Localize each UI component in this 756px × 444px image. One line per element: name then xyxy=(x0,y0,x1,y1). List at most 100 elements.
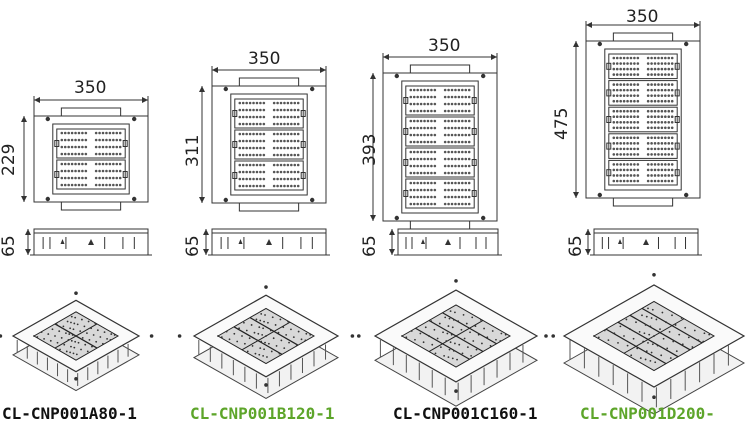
screw xyxy=(149,334,154,338)
front-view-1 xyxy=(211,77,327,212)
led-chip xyxy=(293,139,297,143)
led-dot xyxy=(444,316,447,319)
led-chip xyxy=(454,133,457,137)
led-dot xyxy=(486,336,489,339)
led-chip xyxy=(105,169,108,173)
led-dot xyxy=(668,330,671,333)
led-chip xyxy=(238,115,242,119)
led-dot xyxy=(443,354,446,357)
led-chip xyxy=(636,56,640,60)
led-chip xyxy=(619,109,622,113)
led-chip xyxy=(272,163,276,167)
led-chip xyxy=(612,56,616,60)
screw xyxy=(177,334,182,338)
led-chip xyxy=(84,152,88,156)
led-chip xyxy=(81,183,84,187)
led-dot xyxy=(278,352,281,355)
led-chip xyxy=(60,183,64,187)
module-clip xyxy=(300,110,306,117)
led-chip xyxy=(272,139,276,143)
led-chip xyxy=(276,122,279,126)
led-chip xyxy=(101,131,105,135)
led-dot xyxy=(54,335,56,337)
led-chip xyxy=(467,202,471,206)
led-chip xyxy=(279,122,283,126)
led-chip xyxy=(443,164,447,168)
led-chip xyxy=(426,188,430,192)
led-dot xyxy=(274,324,277,326)
led-dot xyxy=(451,357,454,360)
led-chip xyxy=(657,168,660,172)
led-chip xyxy=(245,139,248,143)
side-view-2 xyxy=(394,228,502,256)
led-chip xyxy=(626,126,629,130)
led-chip xyxy=(450,126,454,130)
led-chip xyxy=(660,163,664,166)
led-chip xyxy=(238,146,242,150)
depth-dim-3-arrow-top xyxy=(585,229,591,235)
led-chip xyxy=(626,163,629,166)
led-dot xyxy=(678,333,681,336)
led-chip xyxy=(290,177,293,181)
led-chip xyxy=(612,179,616,183)
led-chip xyxy=(423,133,426,137)
led-chip xyxy=(664,99,667,103)
led-chip xyxy=(667,62,671,65)
led-dot xyxy=(262,327,265,330)
led-chip xyxy=(464,126,468,130)
led-chip xyxy=(619,73,622,76)
led-chip xyxy=(612,174,616,177)
led-dot xyxy=(258,326,261,329)
led-chip xyxy=(412,102,416,106)
led-chip xyxy=(74,152,77,156)
led-dot xyxy=(649,359,652,362)
led-dot xyxy=(263,348,265,351)
led-chip xyxy=(646,174,650,177)
led-chip xyxy=(447,195,450,199)
led-chip xyxy=(443,157,447,161)
led-chip xyxy=(622,88,626,92)
led-chip xyxy=(622,73,626,76)
led-chip xyxy=(252,139,255,143)
led-chip xyxy=(105,152,108,156)
led-dot xyxy=(63,343,66,346)
led-dot xyxy=(489,345,492,347)
led-chip xyxy=(245,108,248,112)
led-chip xyxy=(464,140,468,144)
led-module xyxy=(405,178,475,209)
led-chip xyxy=(416,150,419,154)
led-chip xyxy=(419,102,423,106)
led-dot xyxy=(650,351,653,354)
led-chip xyxy=(283,146,286,150)
led-chip xyxy=(419,133,423,137)
led-chip xyxy=(633,163,636,166)
led-dot xyxy=(47,333,50,335)
led-chip xyxy=(636,168,640,172)
led-chip xyxy=(657,88,660,92)
led-chip xyxy=(667,163,671,166)
led-chip xyxy=(457,202,461,206)
led-dot xyxy=(638,330,641,333)
screw xyxy=(597,192,602,198)
side-arrow-mark xyxy=(421,239,425,244)
led-chip xyxy=(433,140,437,144)
led-chip xyxy=(81,162,84,166)
led-chip xyxy=(464,95,468,99)
inner-frame xyxy=(52,123,130,195)
led-chip xyxy=(259,177,262,181)
led-chip xyxy=(612,67,616,71)
led-dot xyxy=(636,347,639,350)
led-dot xyxy=(669,357,672,359)
module-clip xyxy=(300,172,306,179)
led-chip xyxy=(622,174,626,177)
led-chip xyxy=(447,164,450,168)
led-chip xyxy=(612,109,616,113)
led-chip xyxy=(615,126,619,130)
led-chip xyxy=(67,183,70,187)
led-chip xyxy=(115,169,119,173)
led-chip xyxy=(426,164,430,168)
led-chip xyxy=(670,147,674,151)
led-chip xyxy=(423,119,426,123)
side-view-0 xyxy=(30,228,152,256)
screw xyxy=(394,215,399,221)
